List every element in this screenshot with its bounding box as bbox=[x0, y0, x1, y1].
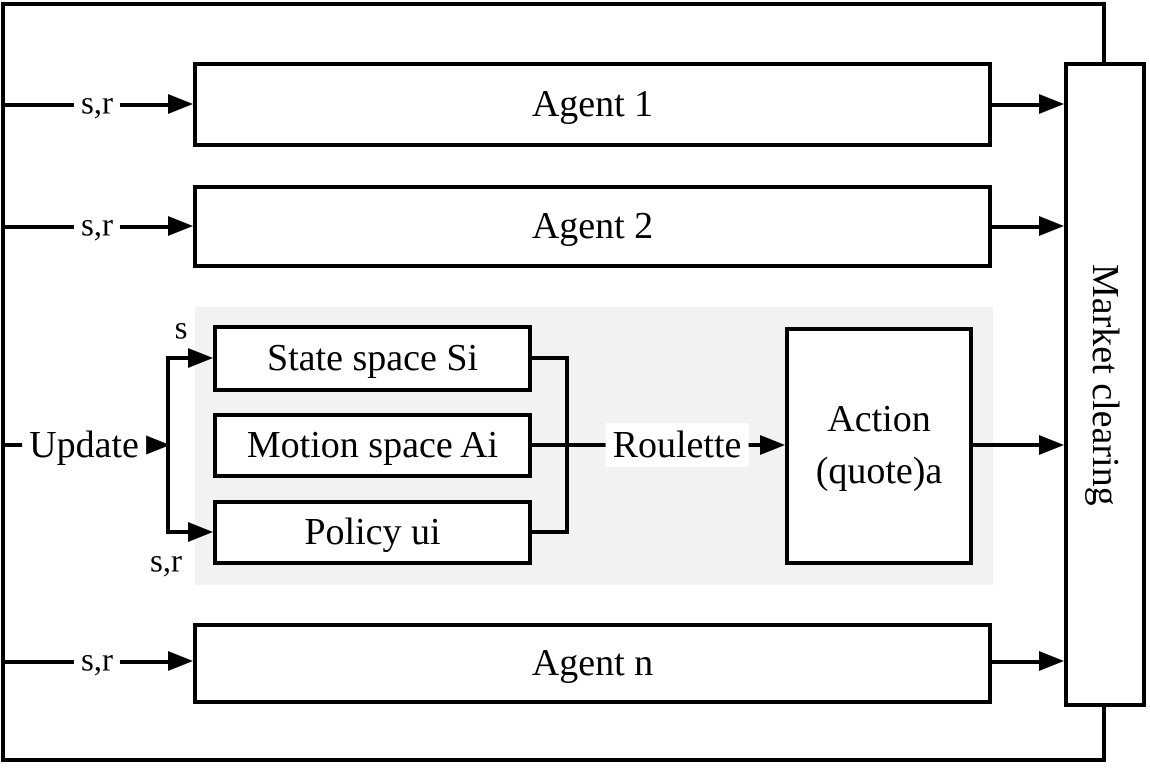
state-input-label: s bbox=[174, 310, 188, 347]
agentn-input-arrowhead-icon bbox=[168, 651, 193, 671]
market-clearing-label: Market clearing bbox=[1084, 263, 1126, 506]
state-output-line bbox=[532, 356, 569, 360]
agent2-output-arrowhead-icon bbox=[1039, 216, 1064, 236]
agent1-label: Agent 1 bbox=[531, 82, 654, 125]
agentn-box: Agent n bbox=[193, 623, 992, 704]
agent2-input-label: s,r bbox=[73, 206, 121, 246]
roulette-arrowhead-icon bbox=[760, 435, 785, 455]
action-box-text: Action (quote)a bbox=[816, 397, 943, 494]
input-branch-vline bbox=[166, 356, 170, 534]
policy-label: Policy ui bbox=[304, 510, 441, 553]
agent1-output-arrowhead-icon bbox=[1039, 94, 1064, 114]
agentn-output-arrowhead-icon bbox=[1039, 651, 1064, 671]
agent2-label: Agent 2 bbox=[531, 204, 654, 247]
agentn-label: Agent n bbox=[531, 641, 654, 684]
state-space-box: State space Si bbox=[213, 325, 532, 392]
update-label: Update bbox=[22, 423, 146, 467]
motion-space-label: Motion space Ai bbox=[246, 423, 499, 466]
action-label-line2: (quote)a bbox=[815, 450, 943, 492]
agent1-input-arrowhead-icon bbox=[168, 94, 193, 114]
policy-input-arrowhead-icon bbox=[188, 522, 213, 542]
roulette-label: Roulette bbox=[605, 423, 749, 467]
agent1-box: Agent 1 bbox=[193, 62, 992, 147]
policy-output-line bbox=[532, 530, 569, 534]
agentn-output-line bbox=[992, 660, 1039, 664]
market-clearing-box: Market clearing bbox=[1064, 62, 1146, 707]
state-space-label: State space Si bbox=[266, 336, 479, 379]
agent1-output-line bbox=[992, 103, 1039, 107]
update-arrowhead-icon bbox=[145, 435, 170, 455]
agent2-input-arrowhead-icon bbox=[168, 216, 193, 236]
action-label-line1: Action bbox=[827, 398, 931, 441]
motion-space-box: Motion space Ai bbox=[213, 413, 532, 478]
agent2-box: Agent 2 bbox=[193, 185, 992, 268]
policy-input-label: s,r bbox=[149, 543, 183, 580]
policy-input-line bbox=[166, 530, 190, 534]
agent2-output-line bbox=[992, 225, 1039, 229]
action-box: Action (quote)a bbox=[785, 327, 973, 565]
agentn-input-label: s,r bbox=[73, 641, 121, 681]
action-output-arrowhead-icon bbox=[1039, 435, 1064, 455]
state-input-arrowhead-icon bbox=[188, 348, 213, 368]
state-input-line bbox=[166, 356, 190, 360]
agent1-input-label: s,r bbox=[73, 84, 121, 124]
policy-box: Policy ui bbox=[213, 500, 532, 565]
action-output-line bbox=[973, 443, 1039, 447]
